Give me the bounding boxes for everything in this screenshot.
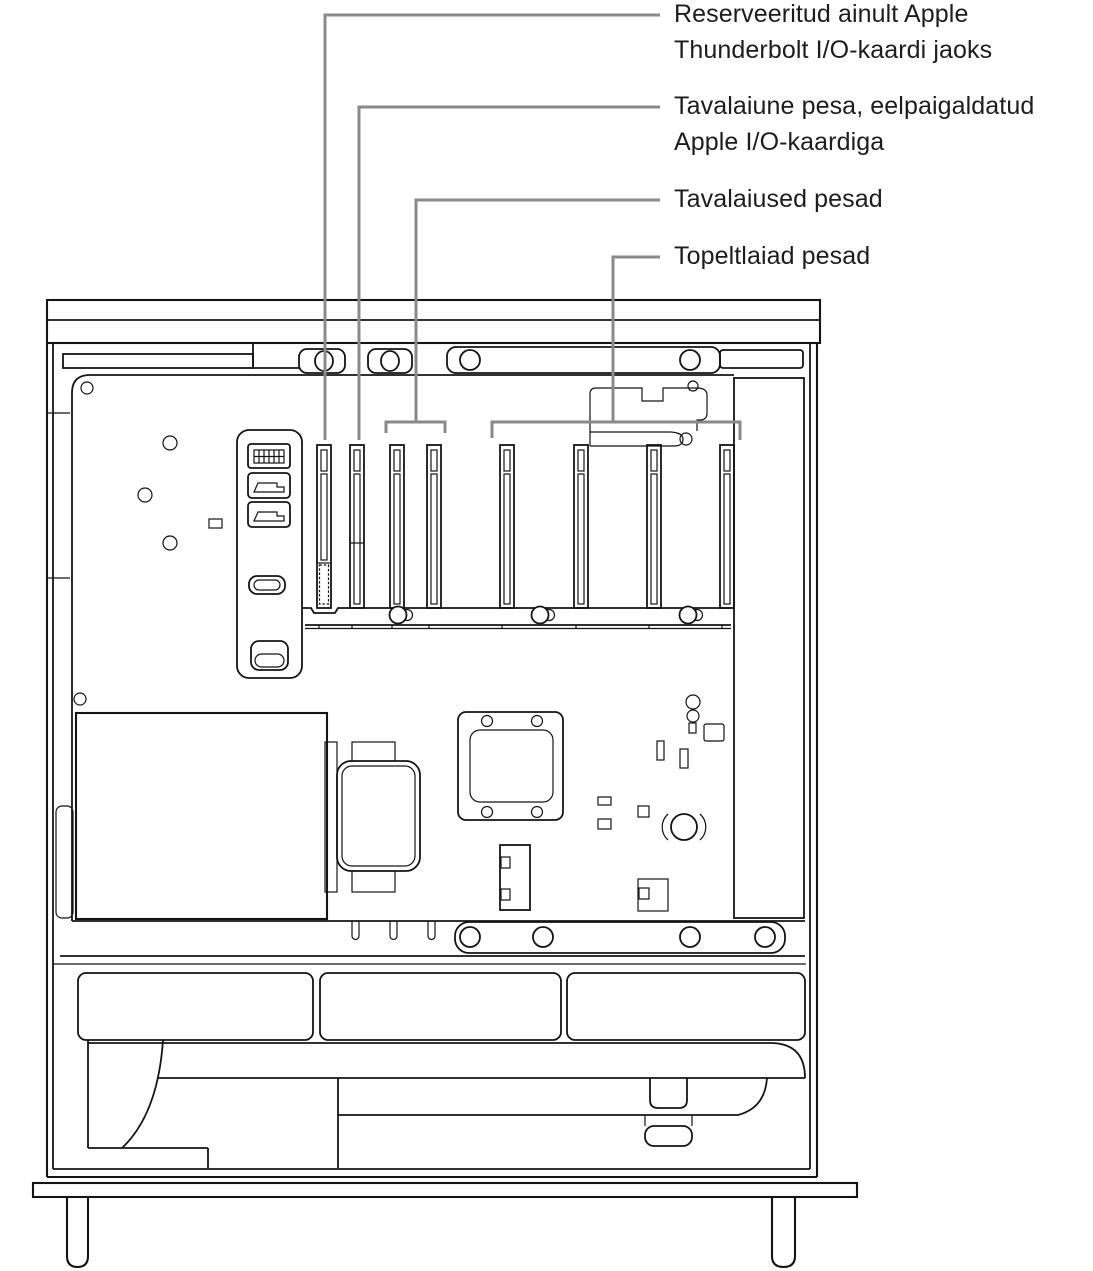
pull-tab [644, 1125, 693, 1147]
callout-label-double-wide-slots: Topeltlaiad pesad [674, 242, 871, 270]
latch-hole-3 [459, 349, 481, 371]
module-housing [336, 760, 421, 872]
pcie-slot-3 [389, 444, 405, 609]
battery [661, 813, 707, 841]
board-edge [71, 374, 734, 921]
bracket-notch [589, 380, 708, 447]
rail-notches [351, 921, 436, 941]
pcie-slot-1-thunderbolt [316, 444, 332, 609]
pcie-slots [316, 444, 735, 609]
callout-lines [323, 13, 742, 440]
callout-line-double-wide-slots [490, 255, 742, 440]
smd-parts [597, 694, 725, 912]
multi-pin-port [247, 443, 291, 469]
lower-rail [53, 920, 806, 965]
callout-line-thunderbolt [323, 13, 660, 440]
pcie-slot-5 [499, 444, 515, 609]
usb-c-port [248, 575, 286, 595]
latch-block-1 [298, 348, 346, 374]
latch-slot [649, 1078, 688, 1109]
screw-plate [457, 711, 564, 821]
fan-module-1 [77, 972, 314, 1041]
latch-block-2 [367, 348, 413, 374]
fan-module-3 [566, 972, 806, 1041]
connector-tab-bottom [351, 869, 396, 893]
slot-retainer-rail [302, 605, 731, 630]
pcie-slot-7 [646, 444, 662, 609]
io-port-column [236, 429, 303, 679]
callout-label-thunderbolt-reserved: Reserveeritud ainult Apple Thunderbolt I… [674, 0, 993, 64]
air-duct-curve [121, 1039, 164, 1149]
case-lid [45, 298, 822, 345]
oval-port [250, 640, 289, 671]
top-rail [62, 343, 804, 374]
pcie-slot-8 [719, 444, 735, 609]
pcie-slot-2-io-card [349, 444, 365, 609]
pcie-slot-6 [573, 444, 589, 609]
left-foot [65, 1197, 90, 1269]
callout-label-standard-preinstalled: Tavalaiune pesa, eelpaigaldatud Apple I/… [674, 92, 1035, 156]
bottom-compartment [87, 1039, 806, 1168]
callout-line-preinstalled [357, 105, 660, 440]
video-port-1 [247, 472, 291, 499]
side-bracket [55, 805, 74, 919]
shelf-top [88, 1042, 806, 1079]
latch-hole-4 [679, 349, 701, 371]
left-wall-seams [47, 412, 70, 579]
scoop-corner [737, 1077, 768, 1116]
board-components [55, 694, 725, 921]
callout-line-standard-slots [384, 198, 660, 433]
base-plate [31, 1181, 859, 1199]
serrated-connector [318, 564, 330, 605]
logic-board-panel [71, 374, 805, 921]
case-outline [31, 298, 859, 1269]
power-supply [74, 711, 329, 921]
power-connector [499, 844, 531, 911]
top-rail-bar [62, 353, 254, 369]
latch-block-3 [446, 346, 721, 374]
screw-holes [73, 381, 223, 706]
pcie-slot-4 [426, 444, 442, 609]
latch-hole-2 [380, 350, 400, 372]
keyhole-fasteners [388, 605, 704, 625]
connector-tab-top [351, 741, 396, 764]
right-foot [770, 1197, 797, 1269]
io-bracket [236, 429, 303, 679]
callout-label-standard-width-slots: Tavalaiused pesad [674, 185, 883, 213]
video-port-2 [247, 501, 291, 528]
rail-bar [454, 921, 786, 954]
fan-row [77, 972, 806, 1041]
fan-module-2 [319, 972, 562, 1041]
latch-block-4 [719, 349, 804, 369]
right-side-panel [733, 377, 805, 919]
